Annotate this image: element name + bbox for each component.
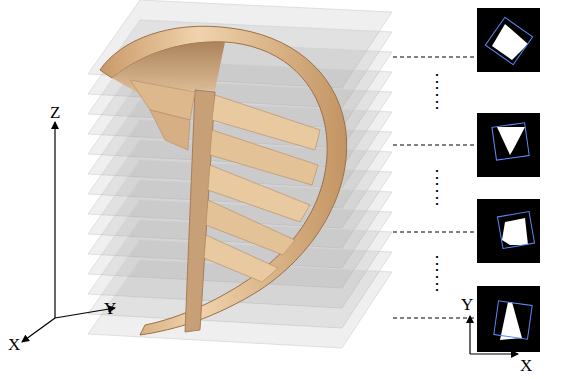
ellipsis: ⋮ — [428, 254, 446, 272]
axis-label: Z — [50, 104, 60, 121]
axes — [22, 122, 115, 342]
slice-planes — [88, 0, 392, 348]
slice-leader — [393, 57, 474, 318]
axis-label: Y — [104, 300, 116, 317]
ellipsis: ⋮ — [428, 168, 446, 186]
ellipsis: ⋮ — [428, 72, 446, 90]
spiral-staircase — [100, 26, 347, 335]
image-axes — [470, 316, 518, 354]
axis-label: X — [8, 336, 20, 353]
axis-label: X — [520, 357, 532, 374]
ellipsis: ⋮ — [428, 274, 446, 292]
axis-label: Y — [461, 296, 473, 313]
ellipsis: ⋮ — [428, 92, 446, 110]
slice-image — [477, 8, 540, 352]
ellipsis: ⋮ — [428, 188, 446, 206]
